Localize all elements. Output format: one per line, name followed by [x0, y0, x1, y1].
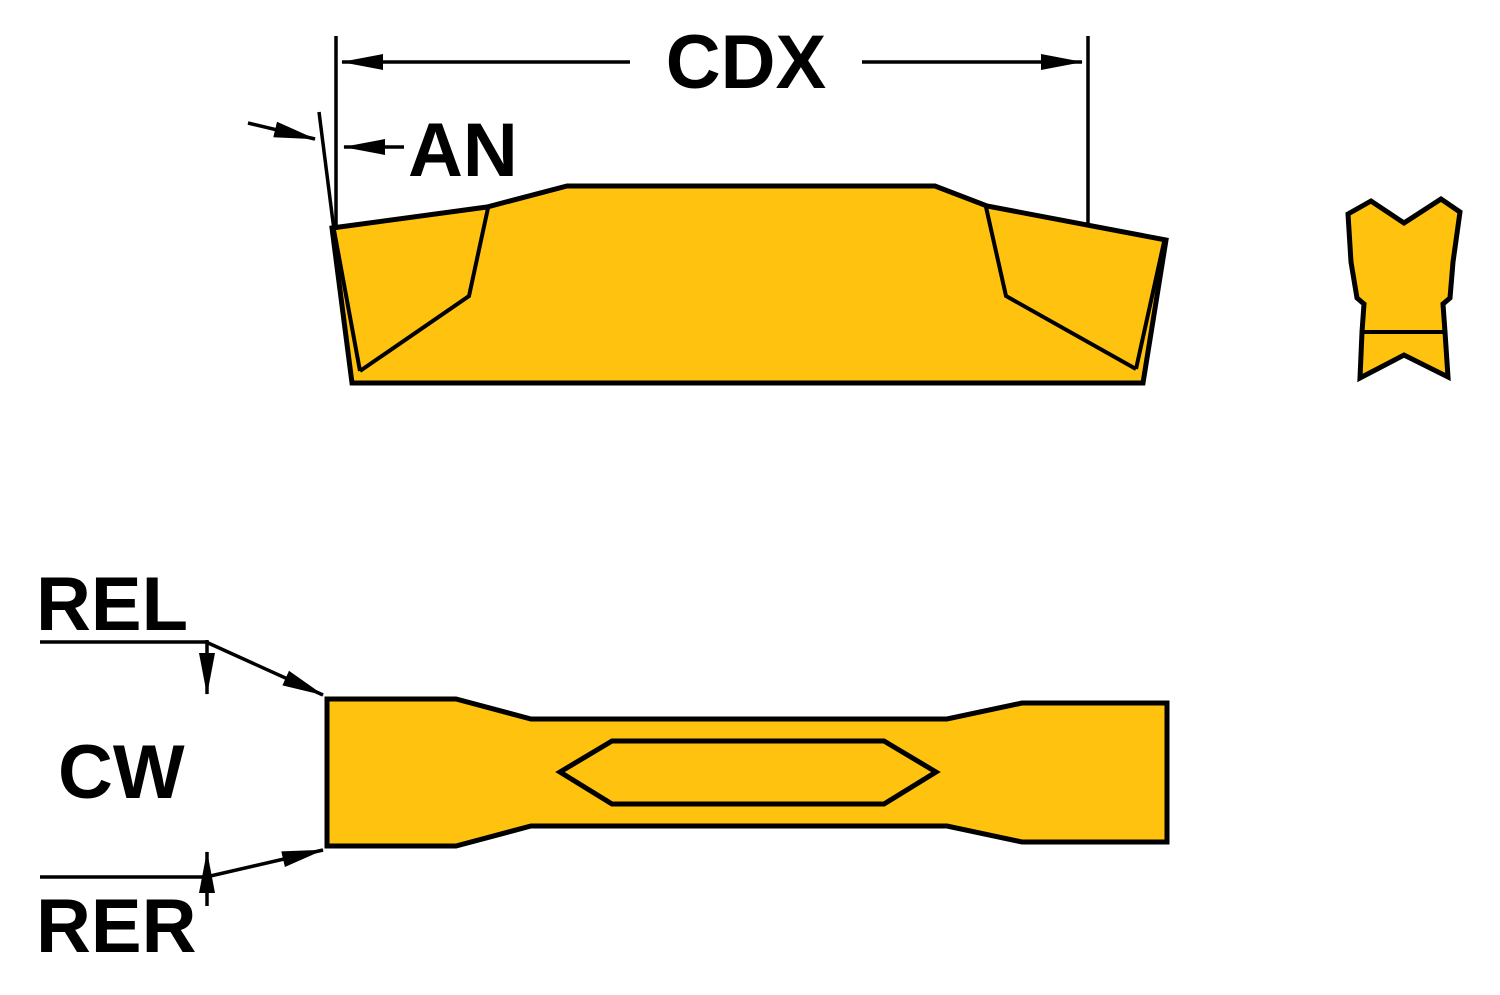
insert-top-view: [324, 696, 1170, 849]
chip-former-outline: [555, 738, 941, 807]
side-view-left-facet-line: [358, 207, 490, 373]
insert-end-view-outline: [1345, 195, 1463, 383]
rel-dimension: REL: [36, 562, 324, 697]
side-view-left-clearance-line: [332, 229, 362, 372]
cw-label: CW: [58, 730, 185, 815]
insert-top-view-outline: [324, 696, 1170, 849]
an-edge-extension-line: [317, 111, 336, 231]
an-angle-arrow-left: [247, 121, 316, 141]
rel-leader-diagonal: [205, 640, 324, 697]
insert-side-view: [329, 183, 1169, 386]
rer-leader-diagonal: [205, 848, 324, 879]
cw-dimension: CW: [58, 640, 215, 906]
rel-label: REL: [36, 562, 188, 647]
side-view-right-facet-line: [984, 206, 1137, 371]
insert-end-view: [1345, 195, 1463, 383]
cdx-label: CDX: [666, 20, 827, 105]
side-view-right-clearance-line: [1134, 241, 1166, 370]
rer-label: RER: [36, 884, 196, 969]
an-label: AN: [408, 108, 518, 193]
rer-dimension: RER: [36, 848, 324, 969]
an-dimension: AN: [247, 108, 518, 231]
cdx-dimension: CDX: [334, 20, 1090, 230]
insert-side-view-outline: [329, 183, 1169, 386]
drawing-root: CDX AN REL CW: [36, 20, 1463, 969]
